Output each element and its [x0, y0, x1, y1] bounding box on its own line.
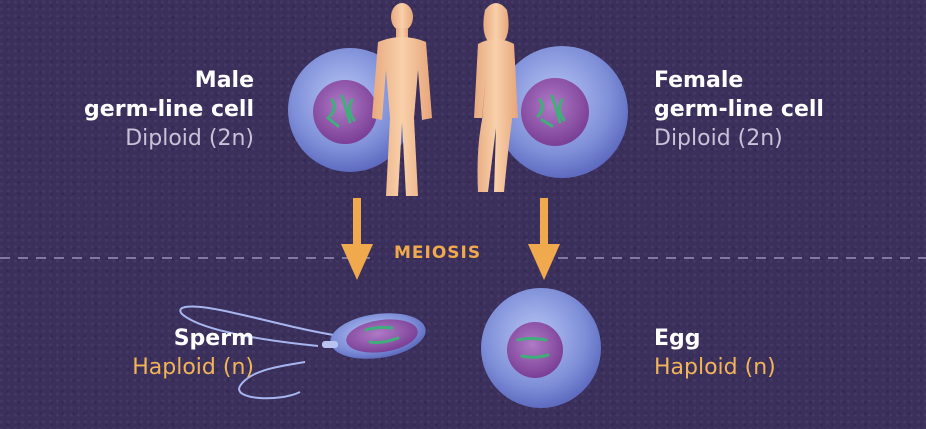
sperm-chromosomes [364, 325, 400, 344]
female-germline-cell [496, 46, 628, 178]
sperm-midpiece [322, 341, 338, 348]
meiosis-label: MEIOSIS [394, 243, 482, 263]
female-chromosomes [536, 94, 566, 128]
down-arrow-icon-right [528, 198, 560, 280]
female-label: Female germ-line cell Diploid (2n) [654, 66, 824, 153]
sperm-label: Sperm Haploid (n) [132, 324, 254, 382]
egg-cell [481, 288, 601, 408]
male-label: Male germ-line cell Diploid (2n) [84, 66, 254, 153]
egg-ploidy: Haploid (n) [654, 355, 776, 380]
male-title-line2: germ-line cell [84, 97, 254, 122]
sperm-cell [179, 305, 426, 400]
male-ploidy: Diploid (2n) [125, 126, 254, 151]
egg-chromosomes [516, 337, 550, 359]
female-title-line2: germ-line cell [654, 97, 824, 122]
female-ploidy: Diploid (2n) [654, 126, 783, 151]
sperm-ploidy: Haploid (n) [132, 355, 254, 380]
sperm-title: Sperm [173, 326, 254, 351]
male-figure-icon [372, 3, 432, 196]
egg-title: Egg [654, 326, 701, 351]
male-title-line1: Male [194, 68, 254, 93]
egg-label: Egg Haploid (n) [654, 324, 776, 382]
down-arrow-icon-left [341, 198, 373, 280]
male-chromosomes [326, 94, 356, 128]
female-figure-icon [474, 3, 518, 192]
female-title-line1: Female [654, 68, 744, 93]
